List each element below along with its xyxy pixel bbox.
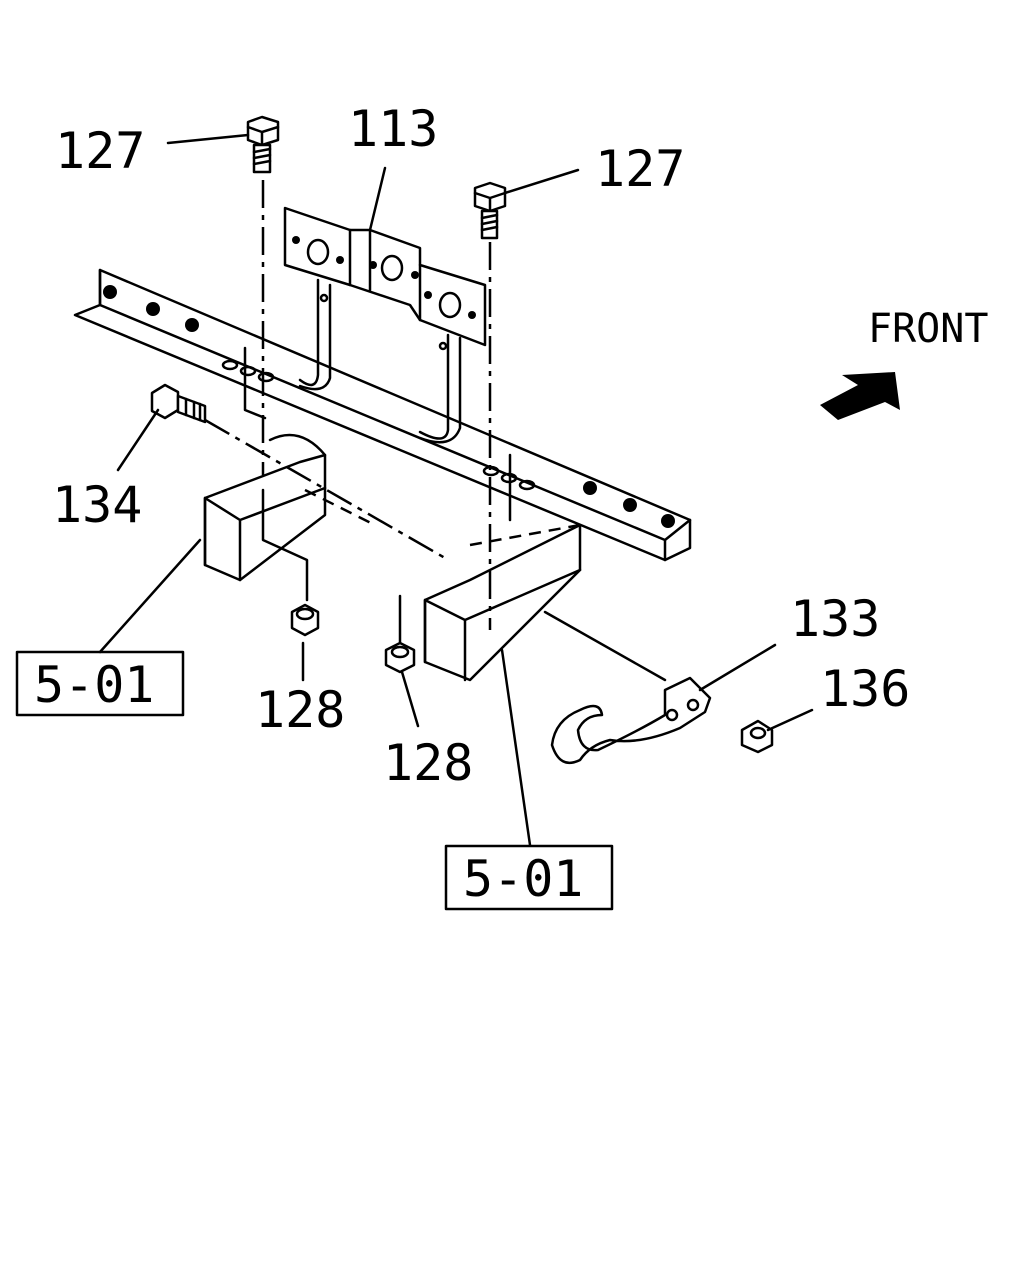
- front-arrow-icon: [820, 372, 900, 420]
- bolt-127-right: [473, 181, 507, 240]
- callout-134: 134: [52, 476, 142, 534]
- bolt-127-left: [246, 115, 280, 174]
- callout-113: 113: [348, 100, 438, 158]
- assembly-lines: [204, 180, 667, 682]
- leader-lines: [98, 133, 814, 847]
- callout-127-left: 127: [55, 122, 145, 180]
- callout-136: 136: [820, 660, 910, 718]
- crossbar: [73, 268, 692, 562]
- callout-501-left: 5-01: [34, 656, 154, 714]
- nut-128-left: [290, 603, 320, 637]
- callout-128-left: 128: [255, 681, 345, 739]
- frame-rail-right: [423, 523, 582, 682]
- tow-hook-133: [550, 676, 712, 765]
- front-label: FRONT: [868, 306, 988, 352]
- nut-136: [740, 719, 774, 754]
- callout-128-right: 128: [383, 734, 473, 792]
- ref-box-501-left: [15, 650, 185, 717]
- bracket-113: [283, 206, 487, 444]
- callout-501-bottom: 5-01: [463, 850, 583, 908]
- bolt-134: [150, 383, 207, 424]
- nut-128-right: [384, 641, 416, 674]
- callout-133: 133: [790, 590, 880, 648]
- frame-rail-left: [203, 433, 327, 582]
- ref-box-501-bottom: [444, 844, 614, 911]
- callout-127-right: 127: [595, 140, 685, 198]
